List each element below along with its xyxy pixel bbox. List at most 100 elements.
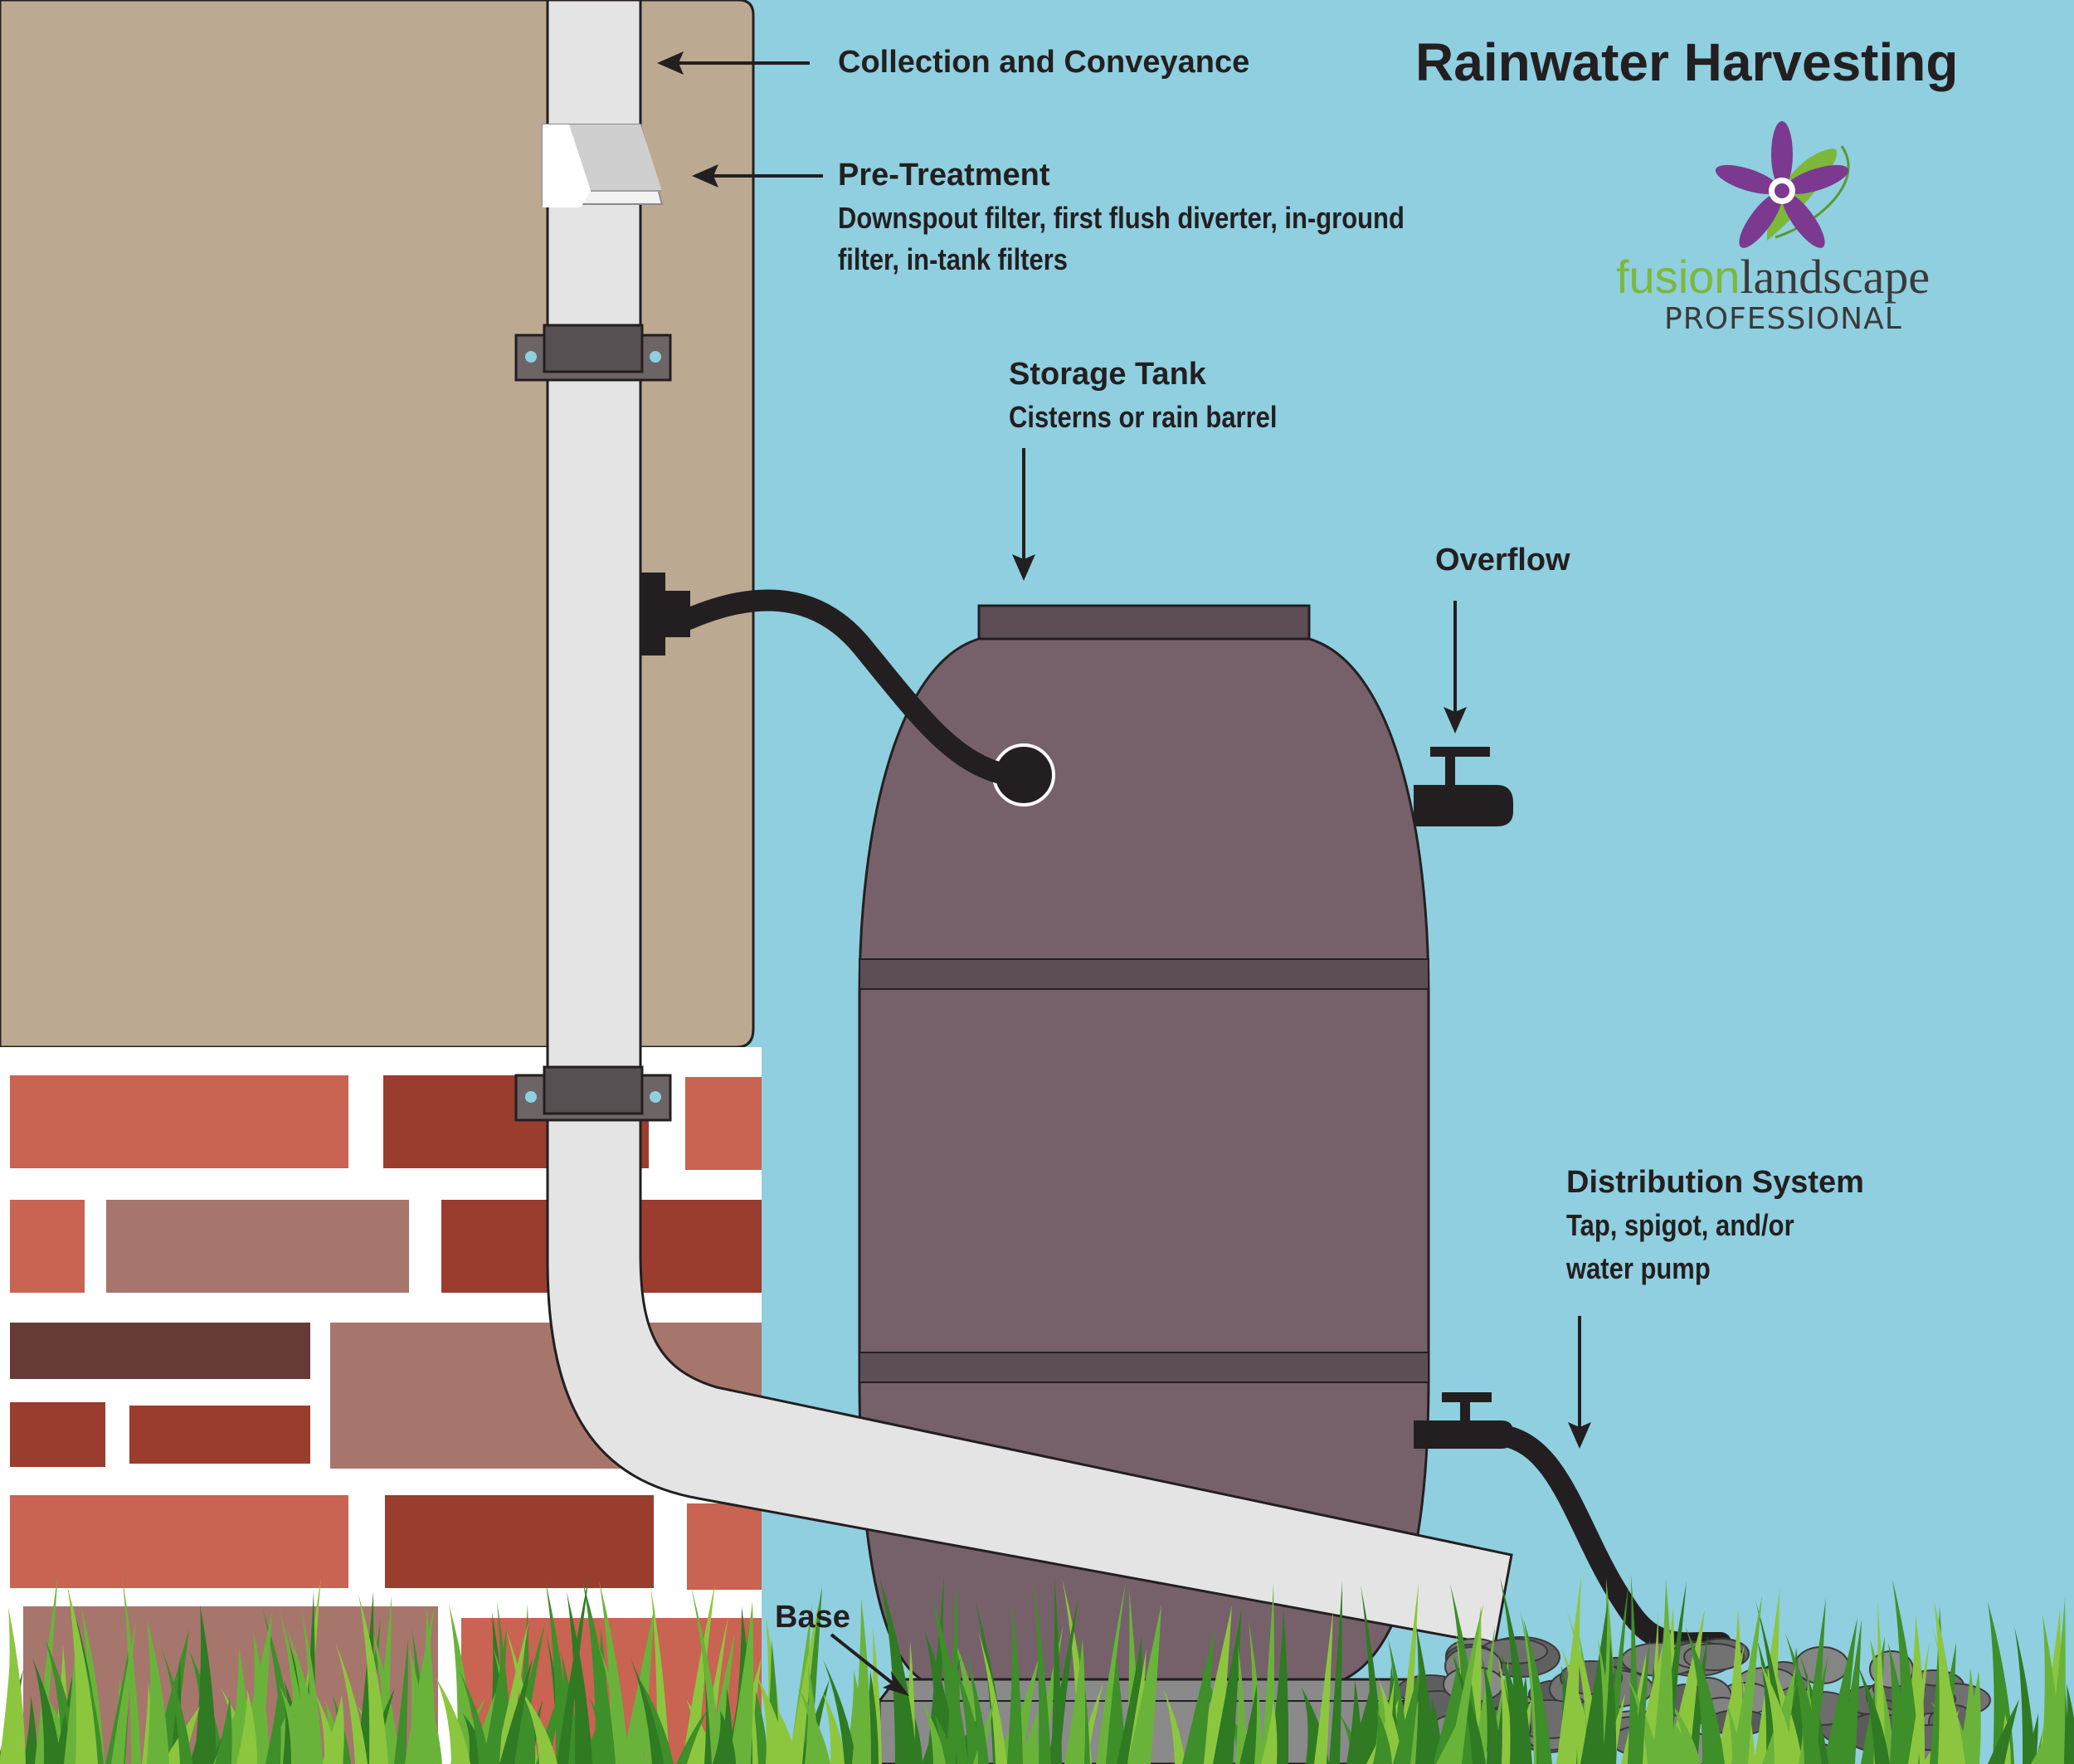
grass-blade [1988, 1699, 2019, 1764]
label-pretreatment-line1: Downspout filter, first flush diverter, … [838, 201, 1405, 235]
grass-blade [1375, 1679, 1395, 1764]
grass-blade [2025, 1713, 2038, 1764]
brand-logo: fusionlandscape [1616, 249, 1930, 305]
grass-blade [1436, 1701, 1468, 1764]
label-collection: Collection and Conveyance [838, 45, 1250, 80]
grass-blade [1857, 1664, 1890, 1764]
grass-blade [436, 1677, 470, 1764]
grass-blade [32, 1658, 61, 1764]
grass-blade [495, 1622, 528, 1764]
arrow-icon [1012, 448, 1035, 581]
grass-blade [598, 1645, 630, 1764]
page-title: Rainwater Harvesting [1415, 32, 1959, 92]
grass-blade [1239, 1684, 1258, 1764]
grass-blade [1182, 1630, 1215, 1764]
arrow-icon [657, 51, 810, 75]
grass-blade [236, 1689, 257, 1764]
downspout-pipe [546, 0, 1513, 1646]
grass-blade [1064, 1639, 1086, 1764]
grass-blade [170, 1655, 181, 1764]
brand-word-fusion: fusion [1616, 251, 1741, 303]
overflow-spigot-icon [1414, 747, 1513, 826]
grass-blade [1127, 1649, 1147, 1764]
grass-blade [713, 1711, 736, 1764]
grass-blade [946, 1583, 958, 1764]
grass-blade [1631, 1638, 1650, 1764]
grass-blade [1501, 1653, 1531, 1764]
grass-blade [301, 1608, 323, 1764]
grass-blade [1500, 1577, 1532, 1764]
grass-blade [279, 1608, 309, 1764]
grass-blade [35, 1574, 58, 1764]
grass-blade [1823, 1618, 1857, 1764]
grass-blade [213, 1696, 242, 1764]
grass-blade [592, 1627, 610, 1764]
grass-blade [1892, 1579, 1920, 1764]
grass-blade [1235, 1645, 1247, 1764]
grass-blade [67, 1586, 98, 1764]
grass-blade [823, 1659, 857, 1764]
grass-blade [676, 1708, 708, 1764]
grass-blade [923, 1702, 946, 1764]
label-pretreatment-line2: filter, in-tank filters [838, 242, 1068, 276]
grass-blade [405, 1604, 435, 1764]
tank-lid [977, 604, 1311, 641]
grass-blade [1931, 1625, 1965, 1764]
grass-blade [2063, 1684, 2074, 1764]
grass-blade [322, 1695, 344, 1764]
grass-blade [23, 1696, 37, 1764]
grass-blade [757, 1677, 788, 1764]
arrow-icon [1444, 601, 1467, 733]
grass-blade [111, 1620, 136, 1764]
grass-blade [1602, 1638, 1617, 1764]
grass-blade [1261, 1584, 1274, 1764]
grass-blade [1361, 1585, 1383, 1764]
grass-blade [1096, 1582, 1126, 1764]
grass-blade [682, 1583, 715, 1764]
grass-blade [2031, 1709, 2060, 1764]
grass-blade [1668, 1698, 1701, 1764]
label-distribution: Distribution System [1566, 1165, 1864, 1200]
grass-blade [822, 1691, 846, 1764]
grass-blade [459, 1669, 490, 1764]
grass-blade [394, 1637, 408, 1764]
grass-blade [3, 1607, 26, 1764]
grass-blade [1523, 1618, 1552, 1764]
bracket-icon [514, 1065, 672, 1122]
grass-blade [1652, 1579, 1674, 1764]
grass-blade [954, 1663, 983, 1764]
grass-blade [483, 1627, 507, 1764]
grass-blade [2014, 1626, 2036, 1764]
grass-blade [690, 1583, 723, 1764]
grass-blade [1329, 1581, 1342, 1764]
grass-blade [1731, 1596, 1762, 1764]
label-base: Base [775, 1600, 850, 1635]
arrow-icon [1568, 1316, 1591, 1449]
label-overflow: Overflow [1435, 543, 1570, 577]
grass-blade [2048, 1597, 2066, 1764]
label-pretreatment: Pre-Treatment [838, 158, 1050, 192]
grass-blade [370, 1623, 400, 1764]
grass-blade [1628, 1574, 1638, 1764]
grass-blade [1451, 1653, 1486, 1764]
grass-blade [805, 1665, 819, 1764]
distribution-spigot-icon [1414, 1392, 1513, 1449]
grass-blade [1561, 1612, 1580, 1764]
inlet-hose [640, 573, 1018, 786]
grass-blade [122, 1575, 141, 1764]
grass-blade [650, 1585, 669, 1764]
grass-blade [788, 1602, 819, 1764]
grass [0, 1574, 2074, 1764]
grass-blade [1415, 1625, 1434, 1764]
grass-blade [966, 1650, 989, 1764]
grass-blade [978, 1631, 1007, 1764]
grass-blade [422, 1679, 442, 1764]
grass-blade [1908, 1641, 1930, 1764]
grass-blade [215, 1697, 232, 1764]
brand-word-landscape: landscape [1740, 250, 1930, 304]
grass-blade [932, 1598, 968, 1764]
grass-blade [1007, 1602, 1023, 1764]
grass-blade [879, 1576, 918, 1764]
